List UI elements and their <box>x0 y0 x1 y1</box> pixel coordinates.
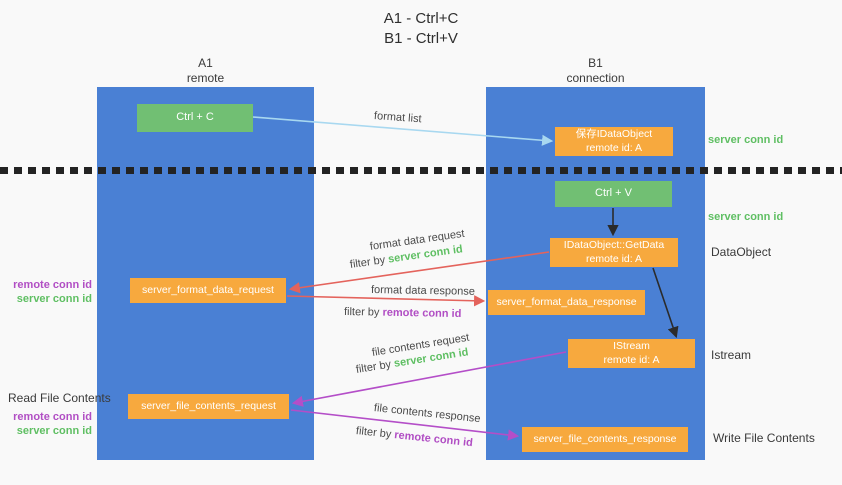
ctrl-c-label: Ctrl + C <box>176 111 214 124</box>
getdata-line1: IDataObject::GetData <box>563 239 665 252</box>
server-file-contents-response-label: server_file_contents_response <box>533 432 677 445</box>
column-header-b1: B1 connection <box>486 56 705 86</box>
node-ctrl-c: Ctrl + C <box>137 104 253 132</box>
column-a1-name: A1 <box>198 56 213 70</box>
server-conn-id-label: server conn id <box>16 293 92 305</box>
server-format-data-request-label: server_format_data_request <box>142 283 274 296</box>
getdata-line2: remote id: A <box>585 252 643 265</box>
save-idataobject-line1: 保存IDataObject <box>575 128 653 141</box>
label-filter-by-remote-conn-id-1: filter by remote conn id <box>344 306 462 320</box>
annotation-istream: Istream <box>711 348 752 362</box>
annotation-format-conn-pair: remote conn id server conn id <box>0 278 92 306</box>
label-format-data-response: format data response <box>371 284 475 298</box>
node-save-idataobject: 保存IDataObject remote id: A <box>555 127 673 156</box>
node-server-file-contents-request: server_file_contents_request <box>128 394 289 419</box>
title-line-1: A1 - Ctrl+C <box>383 10 459 27</box>
diagram-title: A1 - Ctrl+C B1 - Ctrl+V <box>0 9 842 49</box>
server-file-contents-request-label: server_file_contents_request <box>141 399 276 412</box>
node-idataobject-getdata: IDataObject::GetData remote id: A <box>550 238 678 267</box>
server-conn-id-label: server conn id <box>16 425 92 437</box>
filter-by-text: filter by <box>343 306 380 319</box>
title-line-2: B1 - Ctrl+V <box>384 29 458 47</box>
label-file-contents-response: file contents response <box>373 402 481 425</box>
file-contents-response-text: file contents response <box>373 402 482 426</box>
dotted-divider-line <box>0 167 842 174</box>
column-a1-subtitle: remote <box>186 71 225 85</box>
node-server-format-data-request: server_format_data_request <box>130 278 286 303</box>
annotation-server-conn-id-mid: server conn id <box>708 211 784 223</box>
annotation-write-file-contents: Write File Contents <box>713 431 815 445</box>
remote-conn-id-label: remote conn id <box>13 279 92 291</box>
node-server-file-contents-response: server_file_contents_response <box>522 427 688 452</box>
column-b1-name: B1 <box>588 56 603 70</box>
column-header-a1: A1 remote <box>97 56 314 86</box>
node-istream: IStream remote id: A <box>568 339 695 368</box>
remote-conn-id-key: remote conn id <box>393 429 474 450</box>
istream-line1: IStream <box>613 340 650 353</box>
filter-by-text: filter by <box>349 254 386 271</box>
node-server-format-data-response: server_format_data_response <box>488 290 645 315</box>
label-filter-by-remote-conn-id-2: filter by remote conn id <box>355 425 473 449</box>
annotation-dataobject: DataObject <box>711 245 772 259</box>
label-format-list: format list <box>374 110 422 125</box>
ctrl-v-label: Ctrl + V <box>595 187 632 200</box>
filter-by-text: filter by <box>355 358 392 376</box>
annotation-file-conn-pair: remote conn id server conn id <box>0 410 92 438</box>
column-b1-subtitle: connection <box>566 71 625 85</box>
filter-by-text: filter by <box>355 425 392 441</box>
server-format-data-response-label: server_format_data_response <box>496 295 637 308</box>
remote-conn-id-label: remote conn id <box>13 411 92 423</box>
annotation-read-file-contents: Read File Contents <box>8 391 111 405</box>
save-idataobject-line2: remote id: A <box>585 141 643 154</box>
istream-line2: remote id: A <box>603 353 660 366</box>
annotation-server-conn-id-top: server conn id <box>708 134 784 146</box>
format-data-response-text: format data response <box>370 284 476 298</box>
node-ctrl-v: Ctrl + V <box>555 181 672 207</box>
format-list-text: format list <box>373 110 422 126</box>
remote-conn-id-key: remote conn id <box>382 306 462 321</box>
